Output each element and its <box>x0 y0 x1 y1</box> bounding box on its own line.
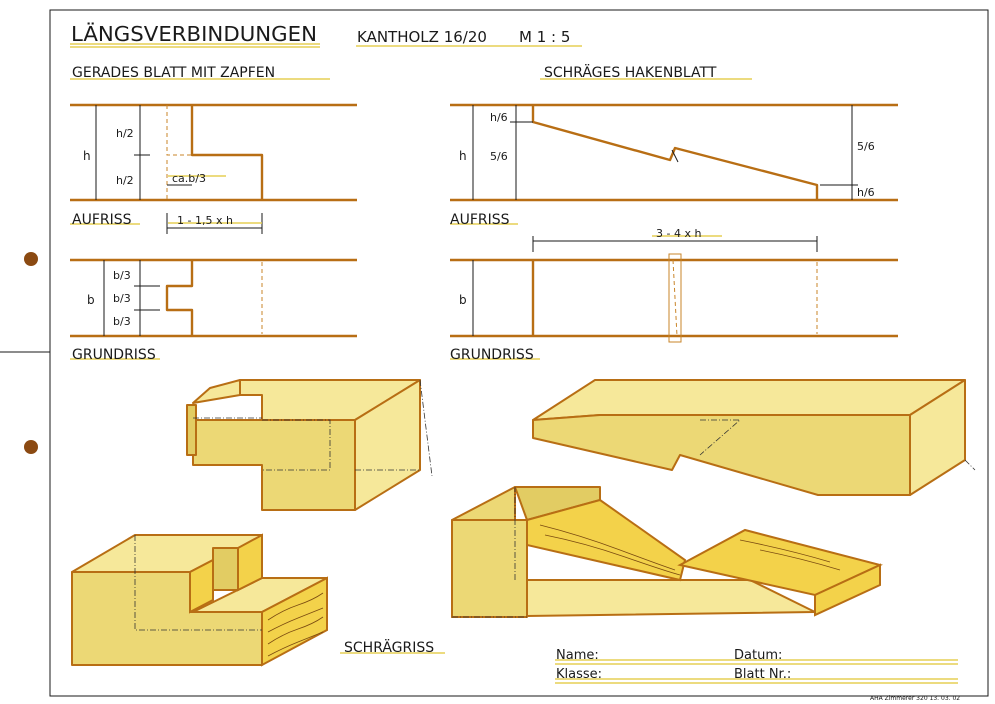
right-dim-h6-top: h/6 <box>490 111 508 124</box>
left-dim-b3-b: b/3 <box>113 292 131 305</box>
right-dim-b: b <box>459 293 467 307</box>
form-date-label: Datum: <box>734 648 782 663</box>
left-dim-b3-a: b/3 <box>113 269 131 282</box>
form-name-label: Name: <box>556 648 599 663</box>
sheet-border <box>49 9 989 697</box>
left-dim-h-half-top: h/2 <box>116 127 134 140</box>
right-dim-length: 3 - 4 x h <box>656 227 701 240</box>
footer-text: AHA Zimmerer 320 13. 03. 02 <box>870 695 960 702</box>
right-dim-five-sixth-right: 5/6 <box>857 140 875 153</box>
oblique-right-upper <box>532 379 976 496</box>
form-sheet-label: Blatt Nr.: <box>734 667 791 682</box>
right-elevation <box>450 103 898 202</box>
left-plan <box>70 258 357 338</box>
left-dim-h: h <box>83 149 91 163</box>
left-dim-h-half-bottom: h/2 <box>116 174 134 187</box>
oblique-label: SCHRÄGRISS <box>344 638 434 656</box>
right-elevation-label: AUFRISS <box>450 212 510 228</box>
right-heading: SCHRÄGES HAKENBLATT <box>544 63 717 81</box>
left-dim-ca-b3: ca.b/3 <box>172 172 206 185</box>
oblique-left-lower <box>71 533 328 667</box>
left-elevation <box>70 103 357 234</box>
page-title: LÄNGSVERBINDUNGEN <box>71 22 317 46</box>
material-label: KANTHOLZ 16/20 <box>357 28 487 46</box>
right-dim-five-sixth-left: 5/6 <box>490 150 508 163</box>
right-dim-h: h <box>459 149 467 163</box>
punch-hole-bottom <box>24 440 38 454</box>
punch-hole-top <box>24 252 38 266</box>
oblique-left-upper <box>186 379 433 511</box>
left-plan-label: GRUNDRISS <box>72 347 156 363</box>
left-heading: GERADES BLATT MIT ZAPFEN <box>72 65 275 81</box>
right-plan-label: GRUNDRISS <box>450 347 534 363</box>
left-dim-b3-c: b/3 <box>113 315 131 328</box>
right-dim-h6-bottom: h/6 <box>857 186 875 199</box>
left-dim-length: 1 - 1,5 x h <box>177 214 233 227</box>
right-plan <box>450 236 898 343</box>
left-elevation-label: AUFRISS <box>72 212 132 228</box>
oblique-right-lower <box>451 486 883 618</box>
scale-label: M 1 : 5 <box>519 28 570 46</box>
left-dim-b: b <box>87 293 95 307</box>
form-lines <box>555 659 958 684</box>
form-class-label: Klasse: <box>556 667 602 682</box>
